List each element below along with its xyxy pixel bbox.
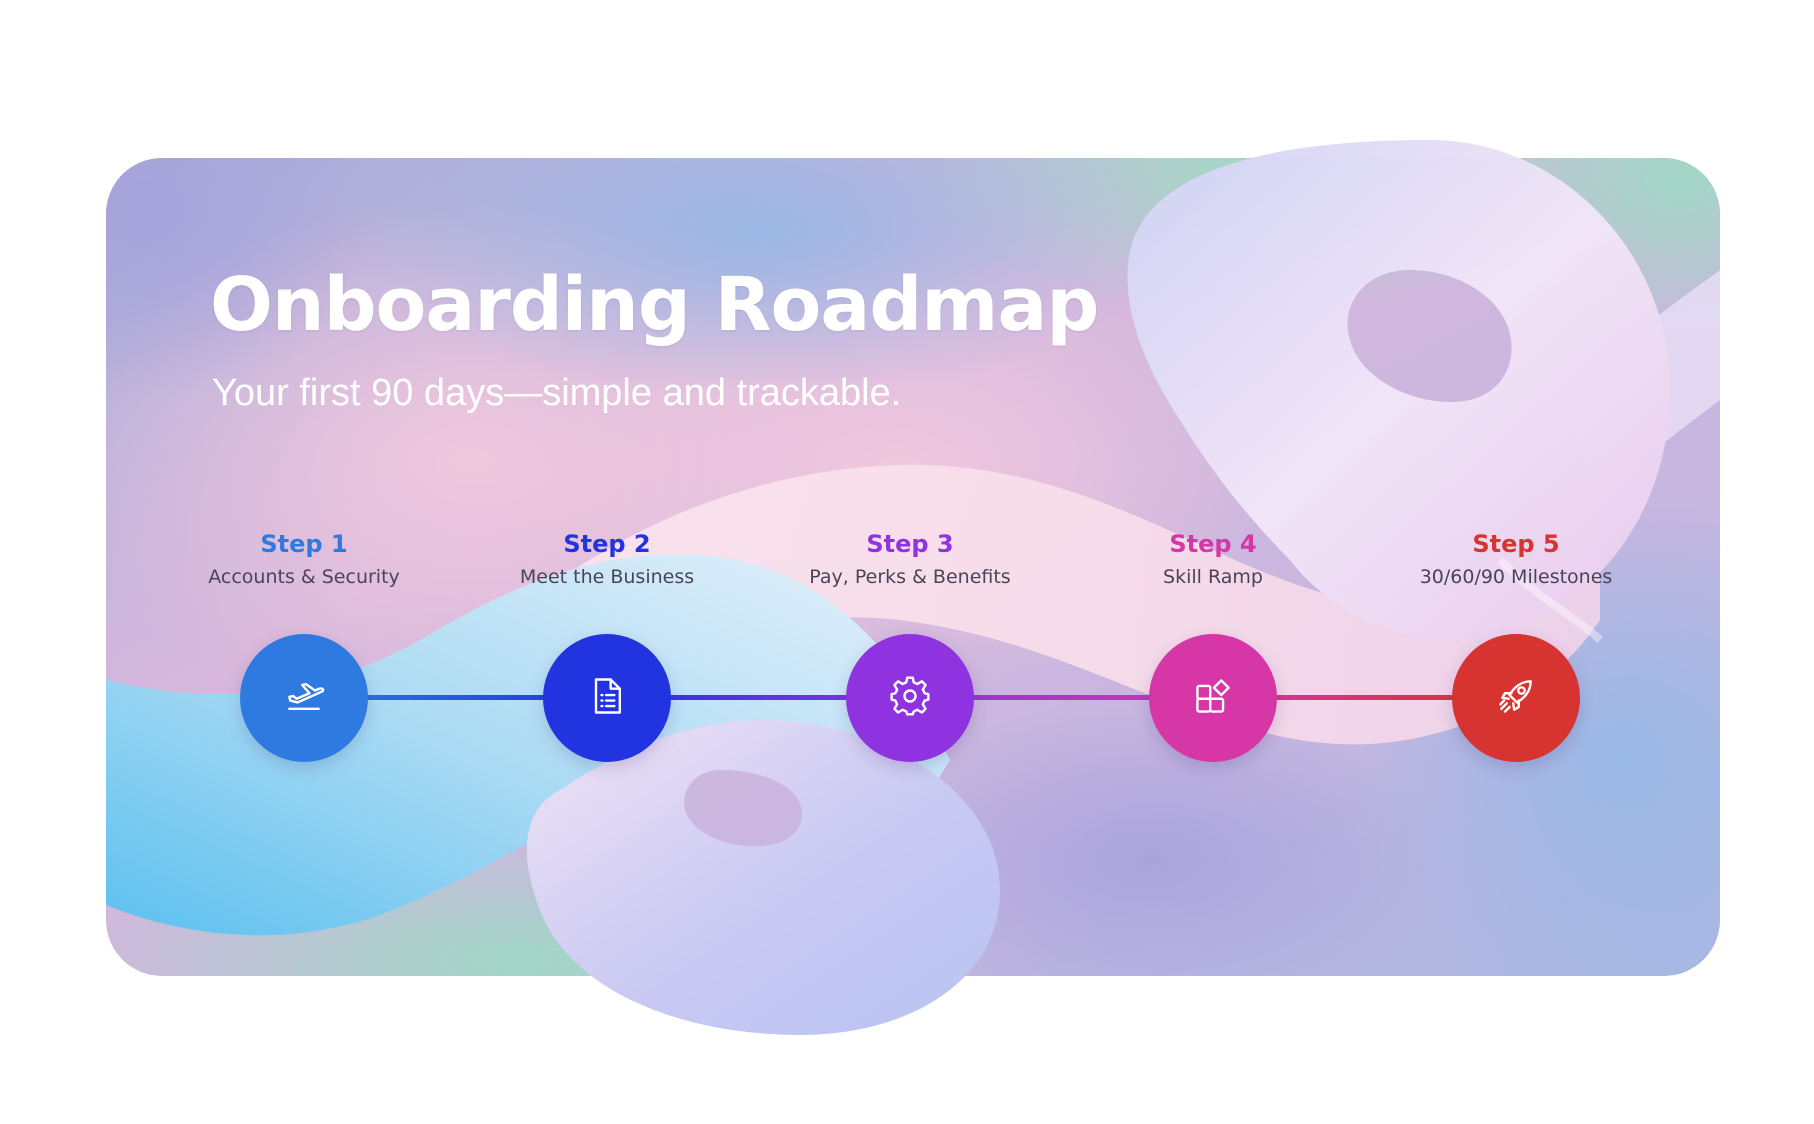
step-3-heading: Step 3 Pay, Perks & Benefits: [760, 532, 1060, 587]
page-subtitle: Your first 90 days—simple and trackable.: [212, 372, 902, 414]
step-label: Step 2: [563, 530, 651, 558]
step-1-heading: Step 1 Accounts & Security: [154, 532, 454, 587]
step-description: Pay, Perks & Benefits: [809, 566, 1011, 588]
step-label: Step 1: [260, 530, 348, 558]
rocket-icon: [1494, 674, 1538, 722]
step-label: Step 5: [1472, 530, 1560, 558]
gear-icon: [888, 674, 932, 722]
document-list-icon: [585, 674, 629, 722]
step-label: Step 3: [866, 530, 954, 558]
step-4-circle[interactable]: [1149, 634, 1277, 762]
loop-decoration: [526, 720, 1000, 1035]
step-3-circle[interactable]: [846, 634, 974, 762]
airplane-takeoff-icon: [282, 674, 326, 722]
step-2-circle[interactable]: [543, 634, 671, 762]
step-5-circle[interactable]: [1452, 634, 1580, 762]
step-description: 30/60/90 Milestones: [1419, 566, 1613, 588]
step-5-heading: Step 5 30/60/90 Milestones: [1366, 532, 1666, 587]
step-1-circle[interactable]: [240, 634, 368, 762]
step-label: Step 4: [1169, 530, 1257, 558]
apps-add-icon: [1191, 674, 1235, 722]
step-description: Skill Ramp: [1163, 566, 1263, 588]
step-description: Accounts & Security: [208, 566, 400, 588]
page-title: Onboarding Roadmap: [210, 262, 1099, 348]
step-4-heading: Step 4 Skill Ramp: [1063, 532, 1363, 587]
step-2-heading: Step 2 Meet the Business: [457, 532, 757, 587]
swirl-decoration: [1127, 140, 1670, 643]
step-description: Meet the Business: [519, 566, 695, 588]
